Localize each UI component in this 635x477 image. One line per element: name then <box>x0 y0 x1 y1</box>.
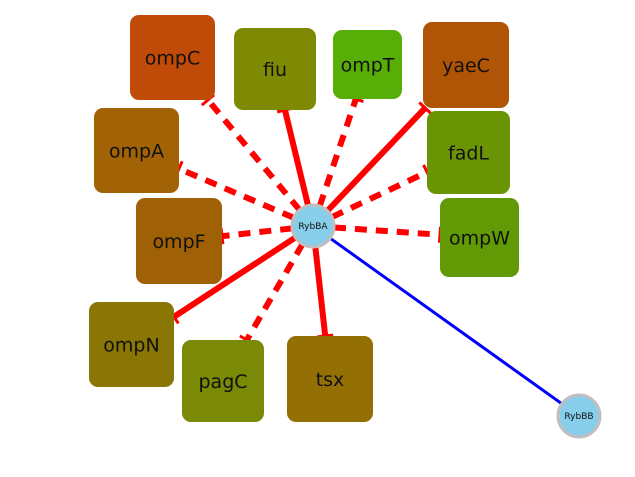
srna-label: RybBA <box>298 222 328 232</box>
gene-label: ompW <box>449 228 510 250</box>
srna-label: RybBB <box>564 412 593 422</box>
gene-box <box>136 198 222 284</box>
gene-box <box>234 28 316 110</box>
gene-label: ompC <box>145 48 200 70</box>
gene-label: ompF <box>152 231 205 253</box>
srna-node-RybBA[interactable]: RybBA <box>290 203 336 249</box>
edge-RybBA-ompF <box>221 225 293 240</box>
edge-RybBA-ompW <box>333 224 441 238</box>
edge-RybBA-tsx <box>312 246 329 337</box>
gene-node-yaeC[interactable]: yaeC <box>423 22 509 108</box>
gene-label: yaeC <box>442 55 490 77</box>
gene-label: pagC <box>198 371 247 393</box>
gene-box <box>333 30 402 99</box>
gene-node-ompW[interactable]: ompW <box>440 198 519 277</box>
gene-box <box>130 15 215 100</box>
gene-label: ompT <box>341 55 395 77</box>
gene-label: tsx <box>316 369 345 391</box>
edge-RybBA-fadL <box>330 169 429 220</box>
gene-label: fiu <box>263 59 287 81</box>
gene-box <box>94 108 179 193</box>
srna-circle <box>556 393 602 439</box>
gene-node-fadL[interactable]: fadL <box>427 111 510 194</box>
srna-circle <box>290 203 336 249</box>
tee-arrowhead-yaeC <box>418 101 432 115</box>
gene-node-ompT[interactable]: ompT <box>333 30 402 99</box>
gene-node-ompN[interactable]: ompN <box>89 302 174 387</box>
edge-RybBA-ompT <box>316 98 359 208</box>
gene-node-pagC[interactable]: pagC <box>182 340 264 422</box>
gene-node-ompA[interactable]: ompA <box>94 108 179 193</box>
gene-box <box>287 336 373 422</box>
gene-box <box>182 340 264 422</box>
edge-RybBA-fiu <box>282 109 311 207</box>
gene-box <box>89 302 174 387</box>
srna-node-RybBB[interactable]: RybBB <box>556 393 602 439</box>
gene-label: ompA <box>109 141 164 163</box>
gene-node-tsx[interactable]: tsx <box>287 336 373 422</box>
gene-node-ompF[interactable]: ompF <box>136 198 222 284</box>
gene-box <box>440 198 519 277</box>
edge-RybBA-pagC <box>244 242 306 342</box>
edge-RybBA-ompN <box>172 234 298 320</box>
edge-RybBA-ompC <box>205 98 302 212</box>
gene-node-ompC[interactable]: ompC <box>130 15 215 100</box>
gene-label: fadL <box>448 143 489 165</box>
edge-RybBA-RybBB <box>329 236 563 406</box>
edge-RybBA-yaeC <box>325 105 428 213</box>
gene-label: ompN <box>103 335 159 357</box>
node-layer: ompC fiu ompT yaeC ompA fadL ompF ompW ompN pagC t… <box>89 15 602 439</box>
gene-box <box>427 111 510 194</box>
gene-box <box>423 22 509 108</box>
gene-node-fiu[interactable]: fiu <box>234 28 316 110</box>
